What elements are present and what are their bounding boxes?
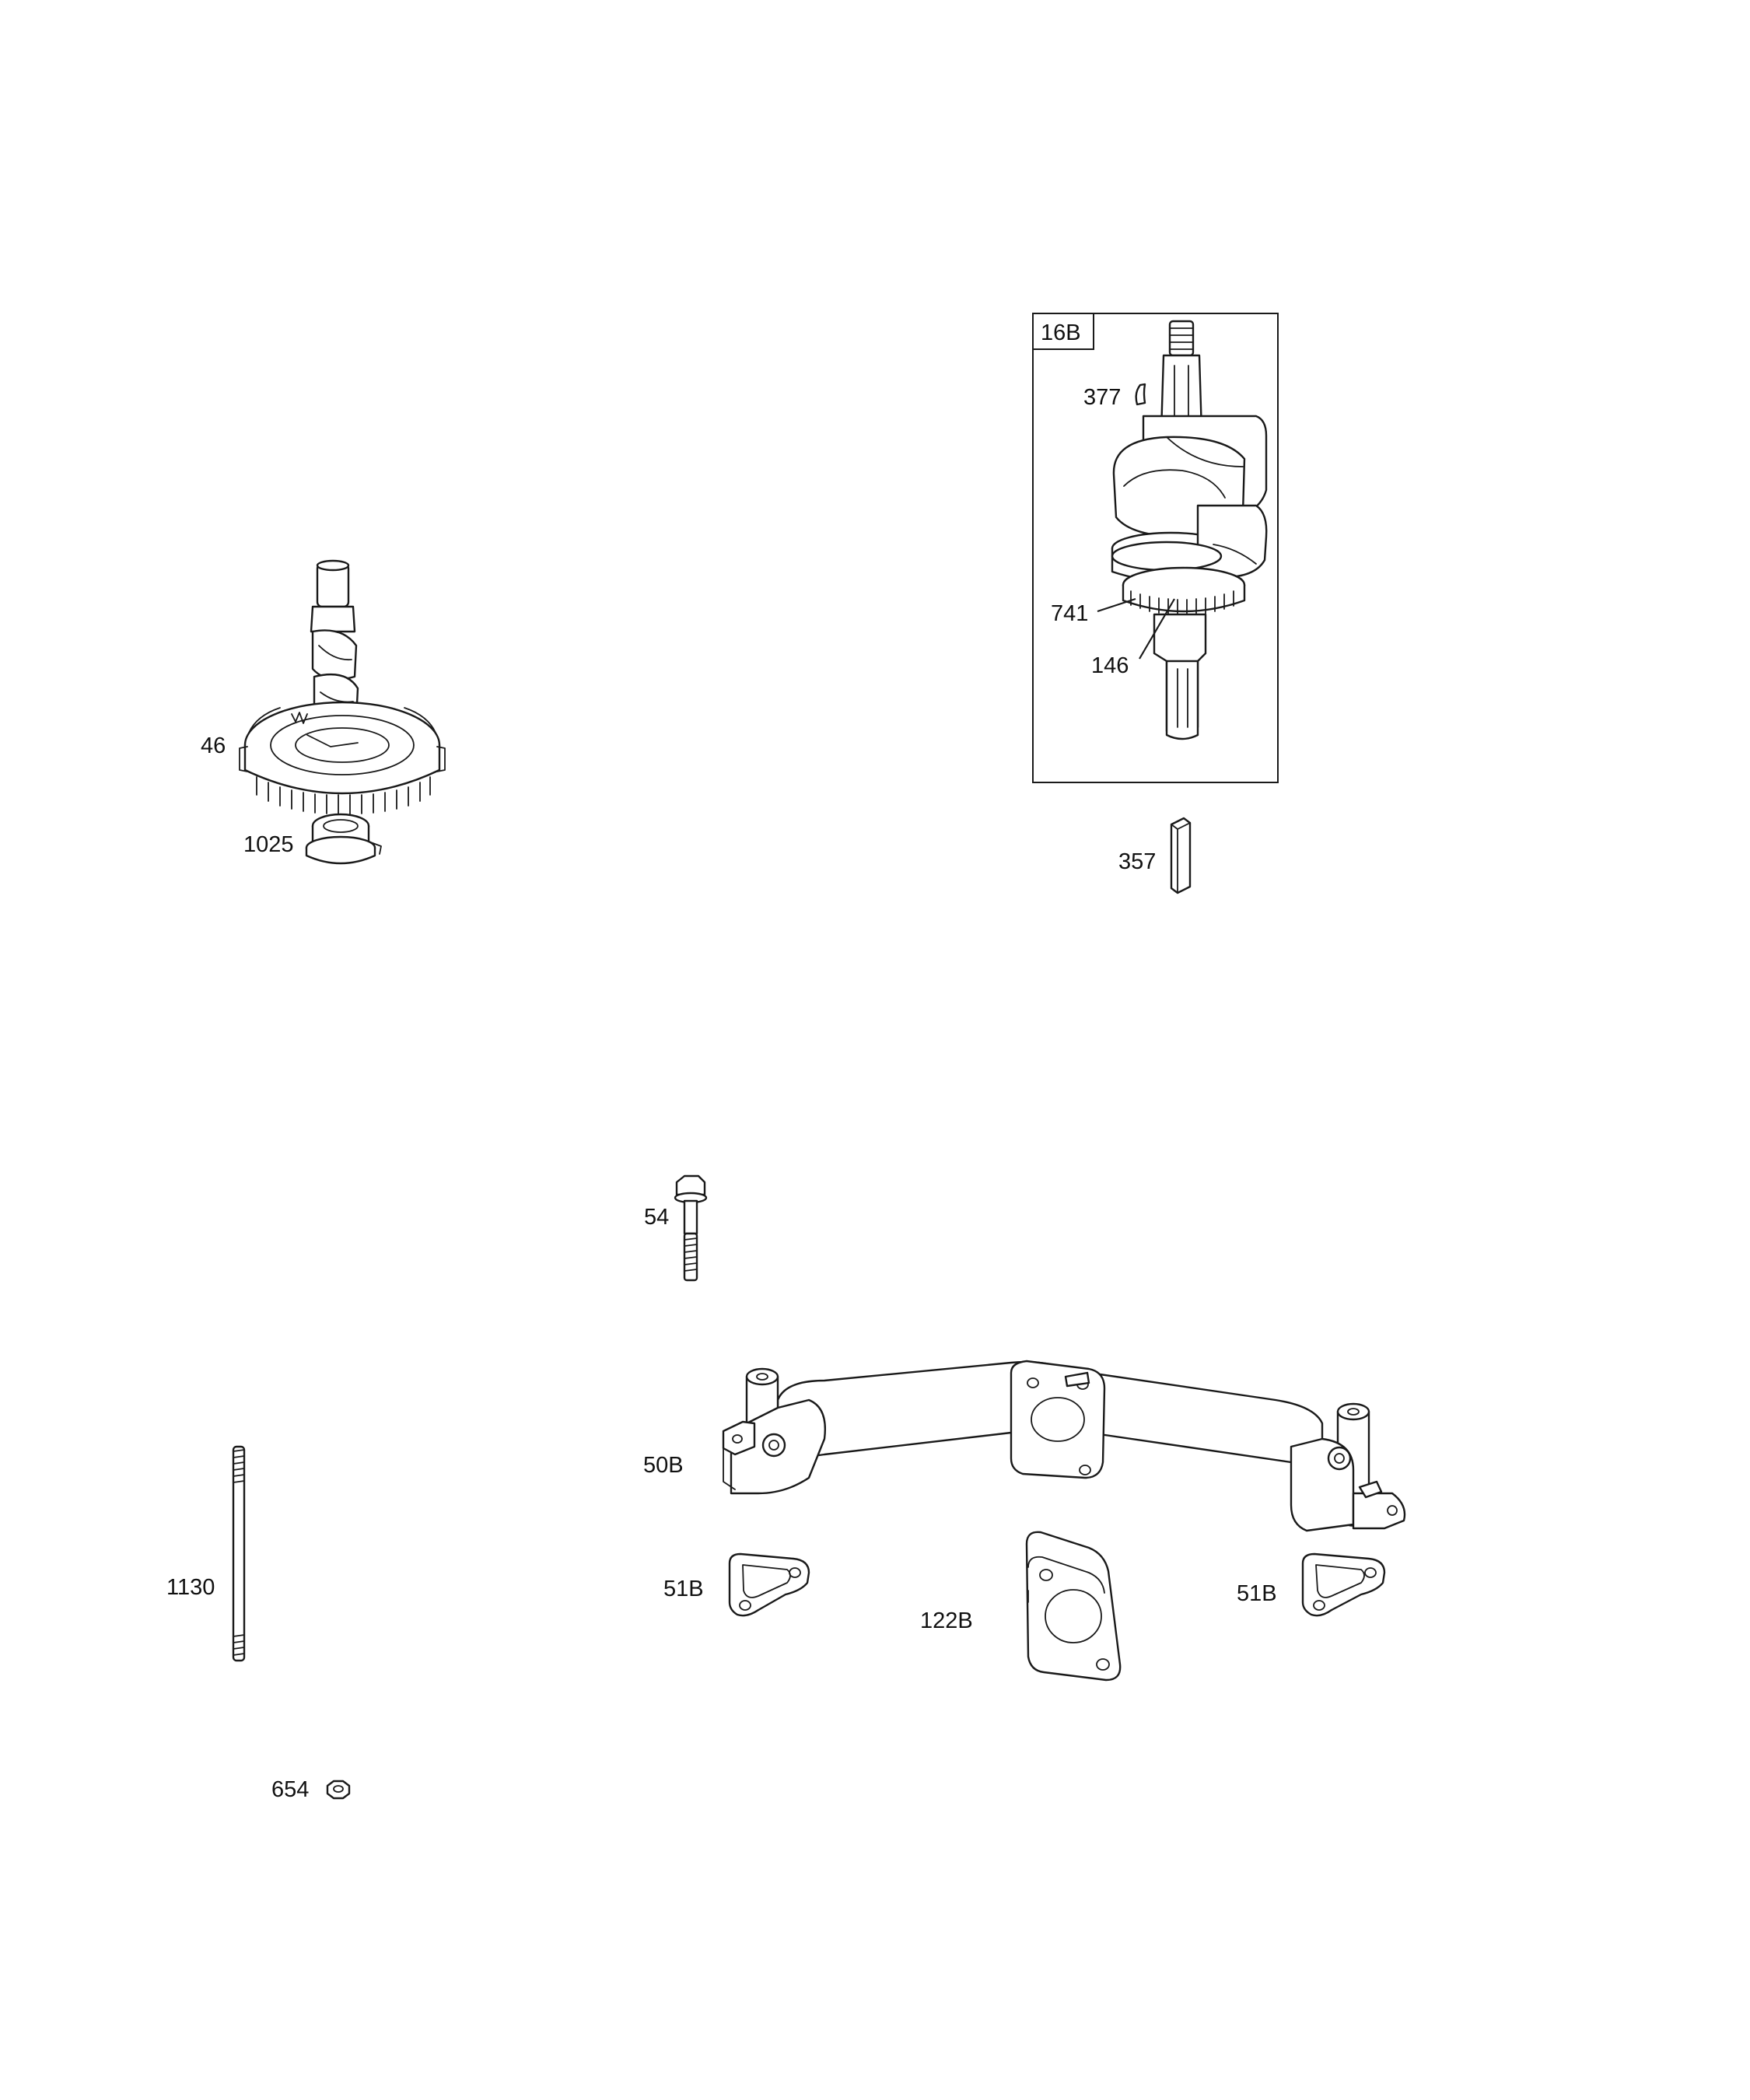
- callout-54: 54: [644, 1205, 669, 1230]
- callout-1130: 1130: [166, 1575, 215, 1600]
- crankshaft-group: 16B: [1032, 313, 1279, 783]
- callout-50b: 50B: [643, 1453, 684, 1478]
- leader-146: [1139, 598, 1175, 660]
- spacer-122b: 122B: [920, 1531, 1122, 1682]
- bolt-54: 54: [644, 1174, 708, 1282]
- callout-741: 741: [1051, 601, 1088, 626]
- cam-gear: [239, 701, 446, 815]
- callout-146: 146: [1091, 653, 1129, 678]
- bushing-1025: 1025: [243, 813, 382, 865]
- stud-1130: 1130: [166, 1445, 246, 1662]
- key-377: [1135, 383, 1146, 406]
- leader-741: [1097, 597, 1136, 613]
- callout-654: 654: [271, 1777, 309, 1802]
- callout-1025: 1025: [243, 832, 294, 857]
- timing-gear: [1122, 566, 1246, 616]
- callout-51b-left: 51B: [663, 1577, 704, 1601]
- crankshaft: [1111, 320, 1268, 740]
- kit-label-box: [1032, 313, 1094, 350]
- nut-654: 654: [271, 1777, 351, 1802]
- gasket-51b-right: 51B: [1237, 1552, 1386, 1617]
- kit-box: [1032, 313, 1279, 783]
- key-357: 357: [1118, 817, 1192, 894]
- callout-16b: 16B: [1041, 320, 1081, 345]
- gasket-51b-left: 51B: [663, 1552, 810, 1617]
- callout-51b-right: 51B: [1237, 1581, 1277, 1606]
- callout-357: 357: [1118, 849, 1156, 874]
- intake-manifold: 50B: [643, 1360, 1406, 1532]
- callout-122b: 122B: [920, 1608, 973, 1633]
- callout-377: 377: [1083, 385, 1121, 410]
- camshaft: 46: [201, 559, 446, 815]
- callout-46: 46: [201, 733, 226, 758]
